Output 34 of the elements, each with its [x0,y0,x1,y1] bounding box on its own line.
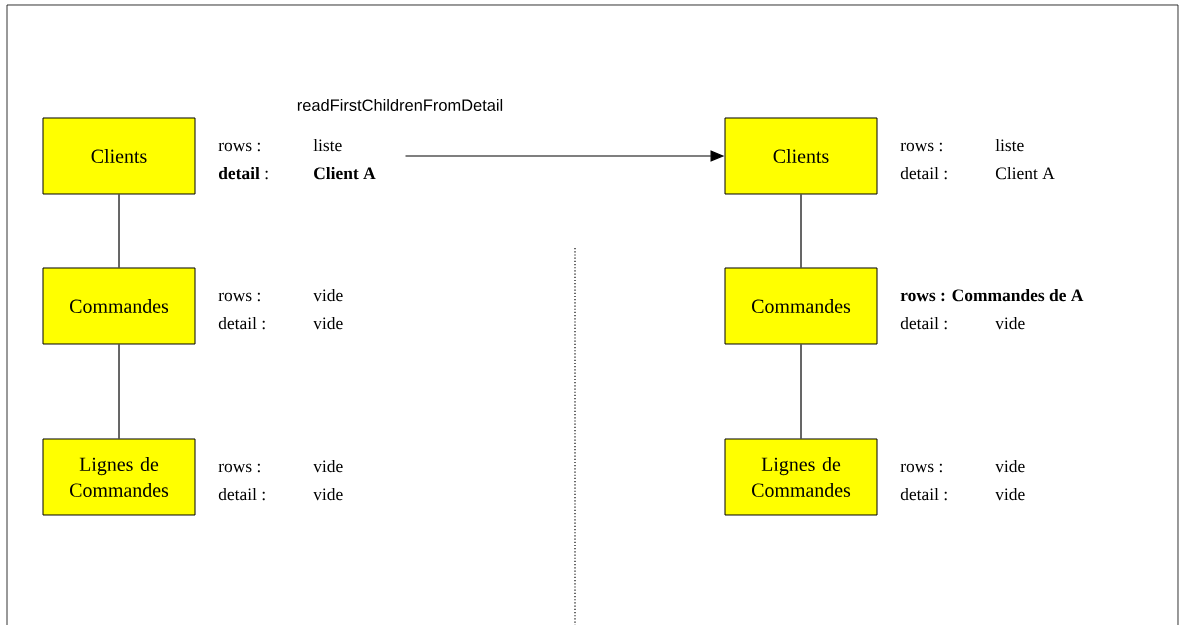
side-text: liste [313,138,342,152]
connector-line [118,343,120,440]
process-box: Clients [724,117,878,195]
process-box: Lignes de Commandes [724,438,878,516]
side-text: detail : [900,487,947,501]
side-text: detail : [900,316,947,330]
side-text: detail : [218,316,265,330]
side-text: rows : Commandes de A [900,288,1084,302]
connector-line [800,343,802,440]
side-text: Client A [314,166,376,180]
edge-label: readFirstChildrenFromDetail [295,97,505,113]
side-text: rows : [218,463,260,473]
side-text: vide [313,459,343,473]
side-text: rows : [900,463,942,473]
process-box: Clients [42,117,196,195]
side-text: detail : [218,487,265,501]
process-box: Commandes [724,267,878,345]
connector-line [118,193,120,269]
connector-line [800,193,802,269]
side-text: rows : [218,142,260,152]
process-box: Lignes de Commandes [42,438,196,516]
side-text: vide [995,459,1025,473]
side-text: rows : [900,142,942,152]
side-text: rows : [218,292,260,302]
side-text: detail : [218,166,268,180]
side-text: vide [995,487,1025,501]
process-box: Commandes [42,267,196,345]
side-text: Client A [995,166,1055,180]
side-text: vide [313,487,343,501]
side-text: detail : [900,166,947,180]
side-text: vide [995,316,1025,330]
side-text: vide [313,316,343,330]
side-text: liste [995,138,1024,152]
side-text: vide [313,288,343,302]
